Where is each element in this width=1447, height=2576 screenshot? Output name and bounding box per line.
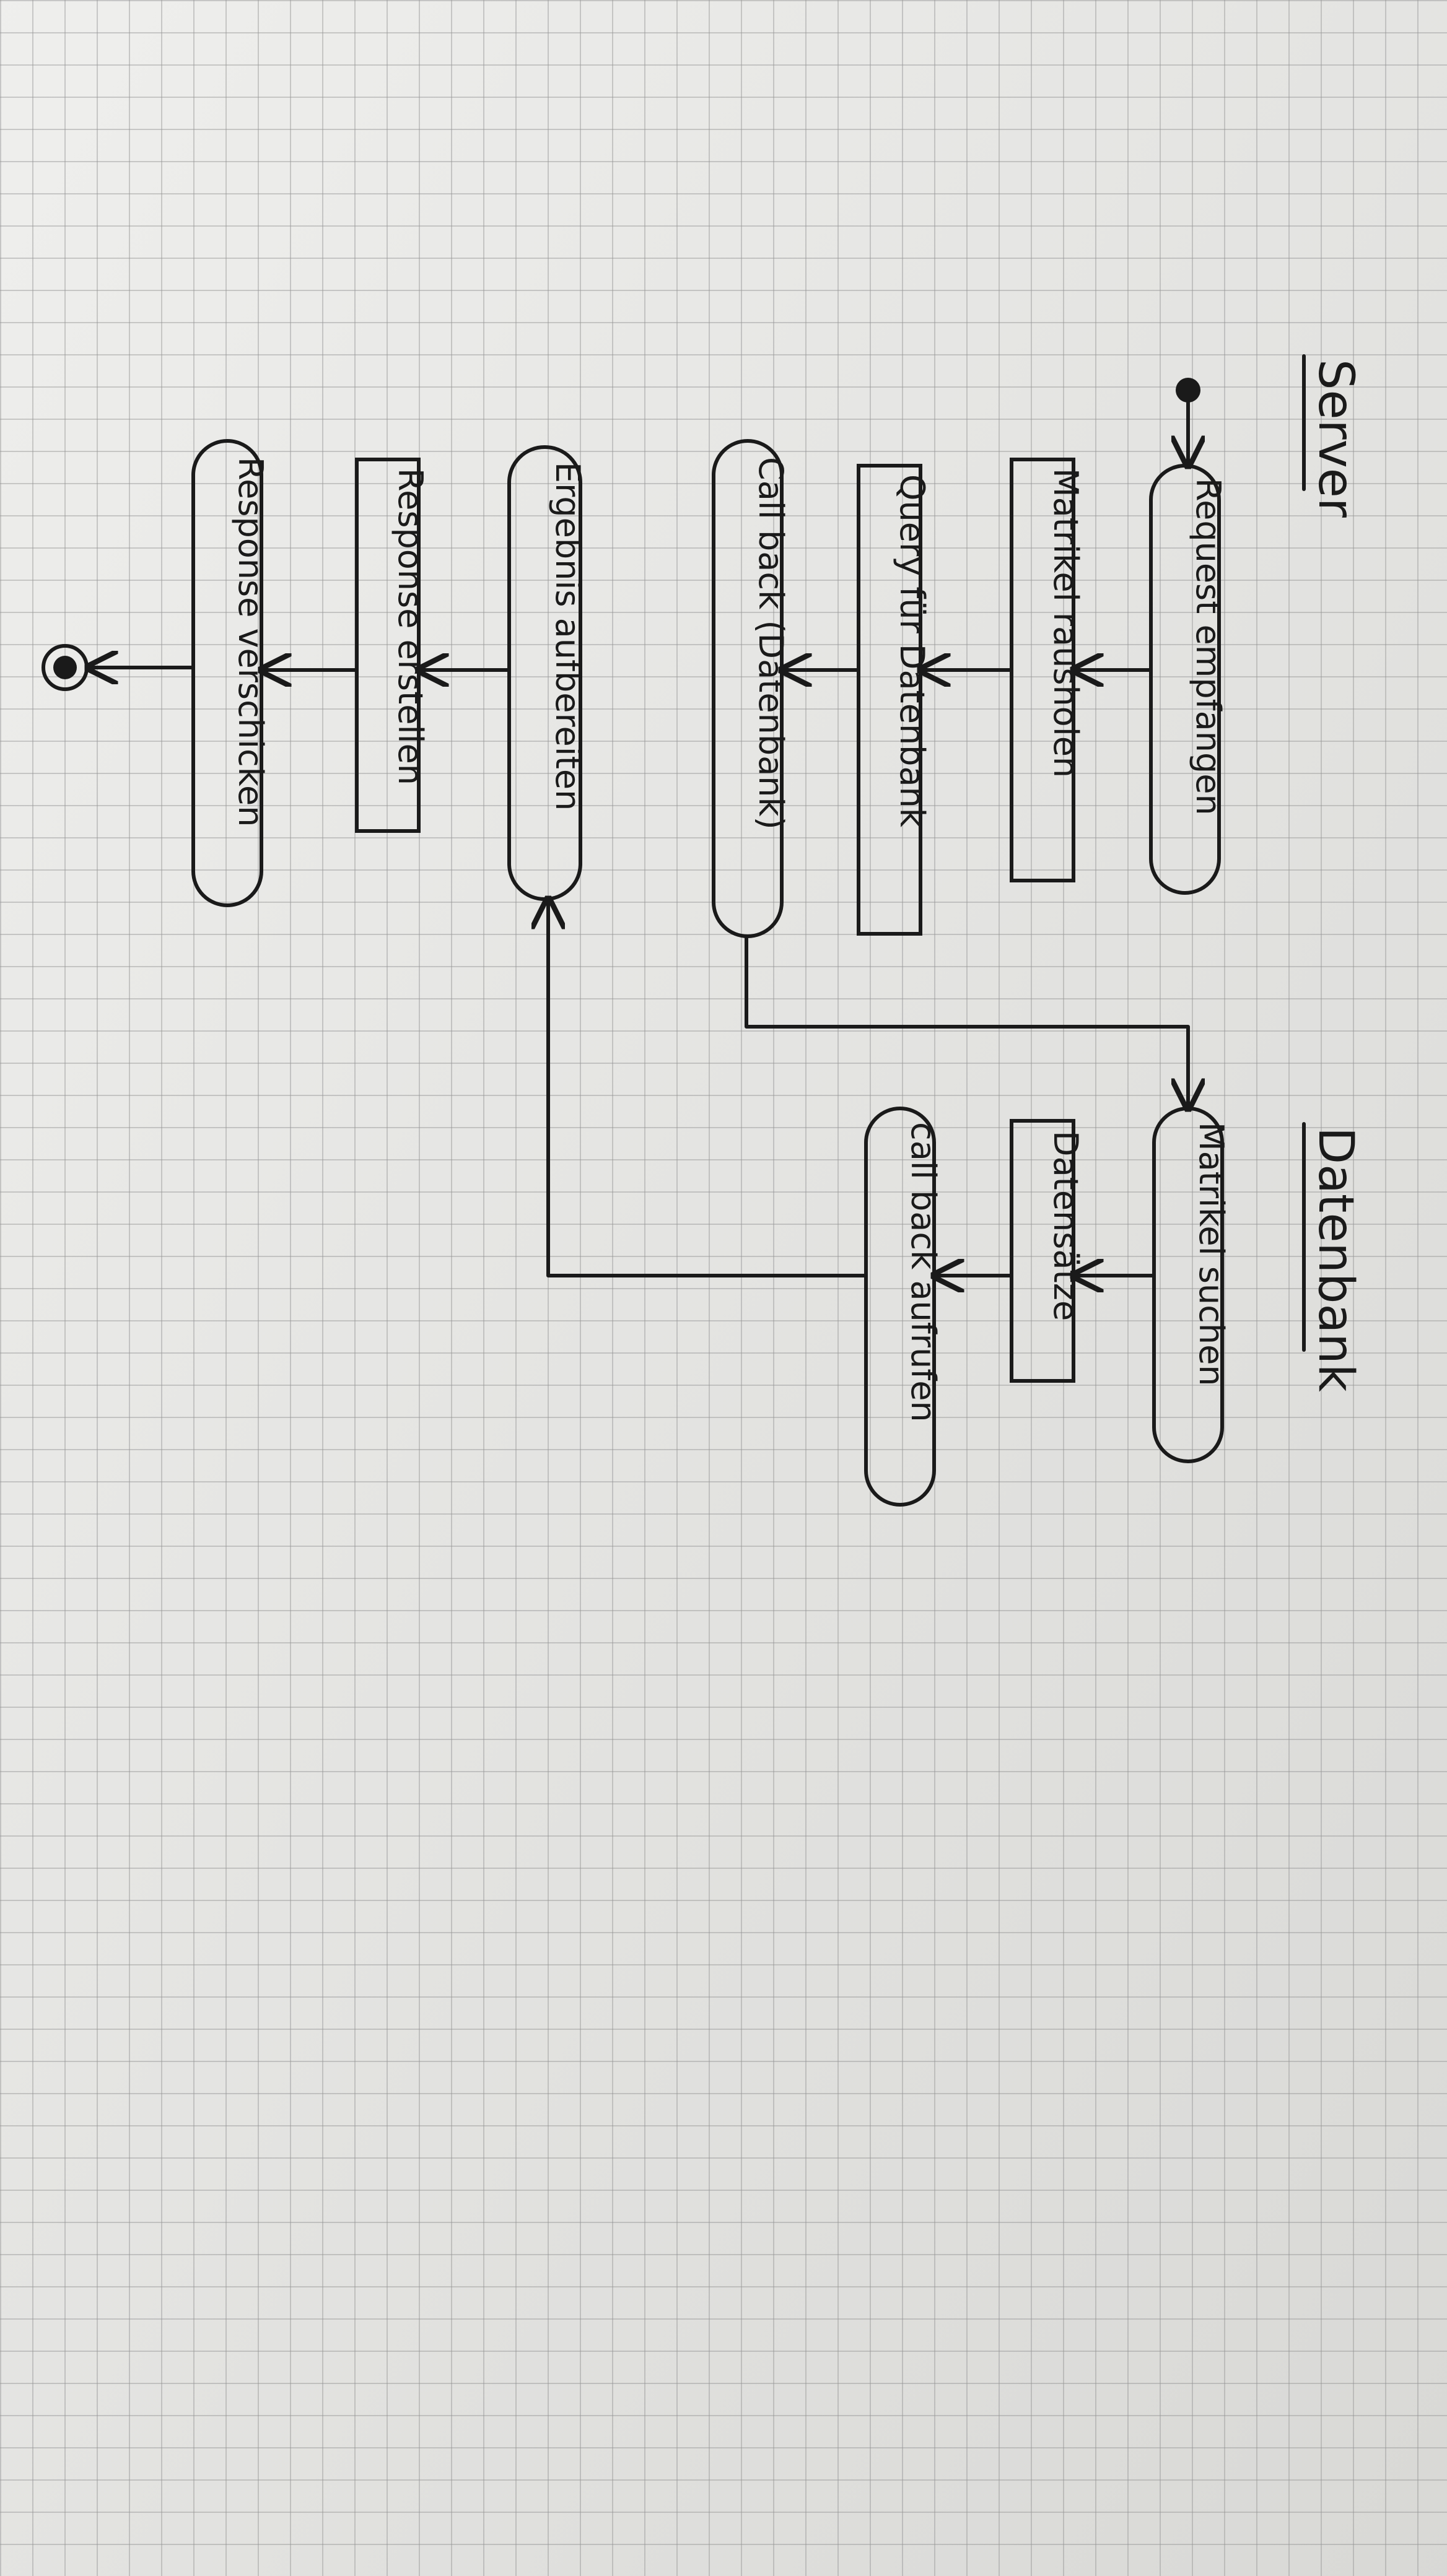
node-datensaetze [1010, 1119, 1075, 1383]
node-response-verschicken [191, 439, 263, 907]
node-query-fuer-datenbank-label: Query für Datenbank [893, 474, 932, 828]
node-query-fuer-datenbank [857, 464, 922, 936]
initial-node [1176, 378, 1200, 402]
node-request-empfangen-label: Request empfangen [1189, 478, 1228, 816]
node-matrikel-suchen-label: Matrikel suchen [1192, 1122, 1231, 1386]
edge-callback-to-matrikel-suchen [745, 934, 1188, 1108]
node-matrikel-rausholen-label: Matrikel rausholen [1046, 468, 1085, 778]
node-call-back-aufrufen-label: call back aufrufen [904, 1122, 943, 1422]
node-call-back-datenbank-label: Call back (Datenbank) [751, 457, 790, 830]
node-matrikel-suchen [1152, 1107, 1224, 1463]
lane-title-datenbank: Datenbank [1308, 1127, 1363, 1392]
node-response-verschicken-label: Response verschicken [231, 457, 270, 827]
final-node-core [53, 656, 77, 679]
final-node [42, 644, 89, 691]
node-datensaetze-label: Datensätze [1046, 1131, 1085, 1321]
node-request-empfangen [1149, 464, 1221, 895]
lane-title-server: Server [1308, 359, 1363, 518]
node-response-erstellen [355, 458, 421, 833]
node-ergebnis-aufbereiten-label: Ergebnis aufbereiten [548, 462, 587, 811]
node-call-back-aufrufen [864, 1107, 936, 1507]
node-response-erstellen-label: Response erstellen [391, 468, 430, 785]
edge-call-back-aufrufen-to-ergebnis [548, 899, 868, 1277]
